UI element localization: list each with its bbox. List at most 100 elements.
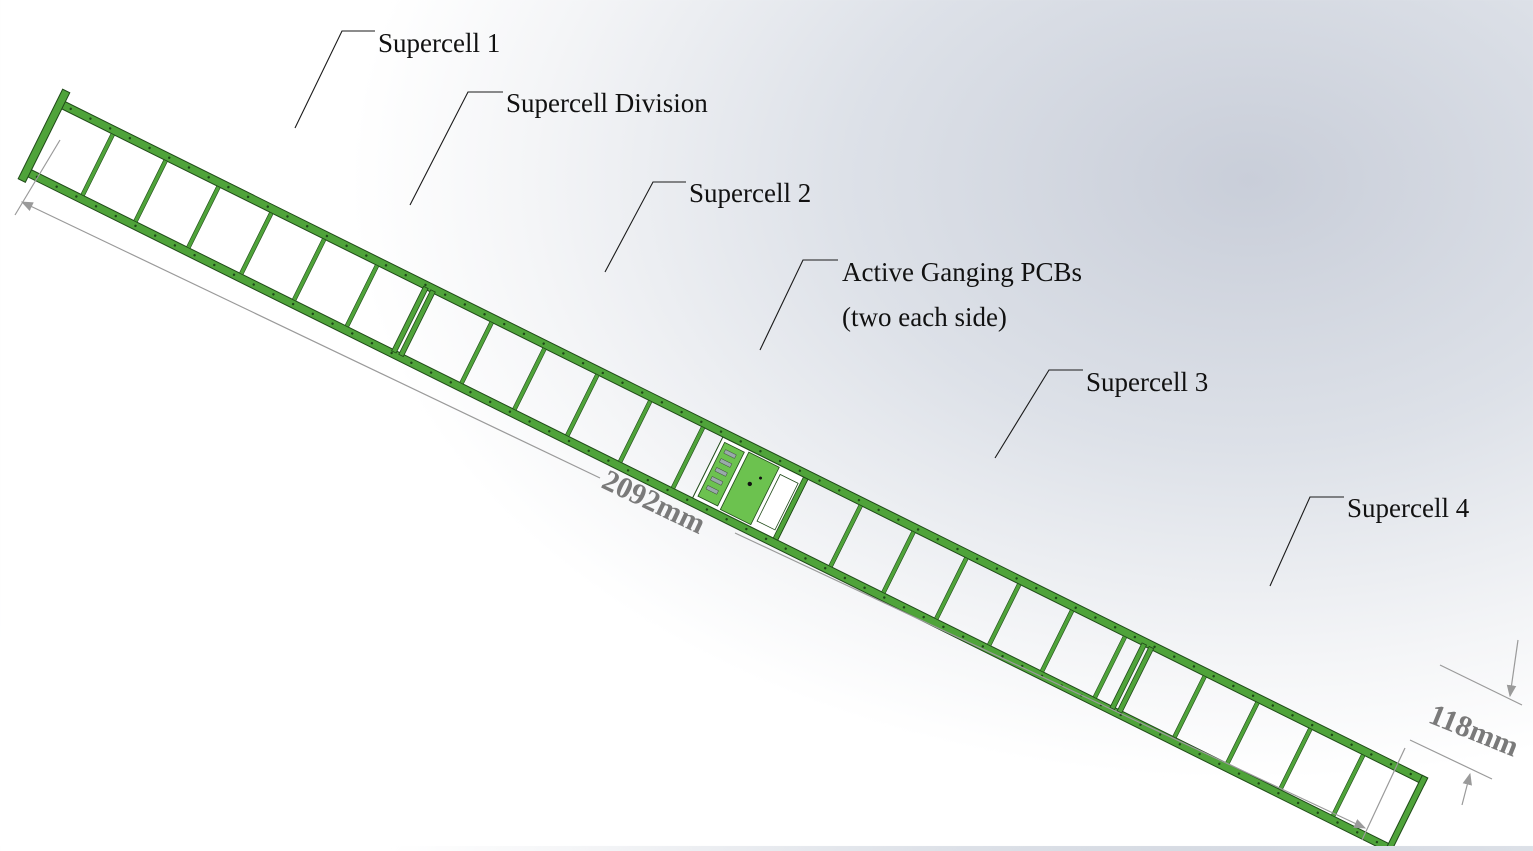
rail-rivet: [562, 352, 565, 355]
rail-rivet: [897, 518, 900, 521]
rail-rivet: [1158, 733, 1162, 736]
rail-rivet: [680, 410, 683, 414]
rail-rivet: [488, 400, 492, 404]
pcb-component: [759, 476, 763, 480]
ladder-frame: [17, 88, 1429, 851]
rail-rivet: [823, 567, 827, 570]
ladder-rung: [186, 185, 221, 249]
leader-supercell-4: [1269, 496, 1344, 587]
rail-rivet: [306, 225, 309, 228]
rail-rivet: [213, 263, 216, 267]
rail-rivet: [1389, 763, 1393, 766]
rail-rivet: [193, 253, 196, 257]
rail-rivet: [640, 391, 644, 394]
supercell-division-bar: [391, 285, 429, 354]
ladder-rung: [80, 132, 116, 197]
rail-rivet: [252, 283, 255, 286]
rail-rivet: [1296, 801, 1300, 805]
ladder-rung: [512, 347, 547, 411]
pcb-connector: [719, 458, 733, 468]
pcb-component: [747, 481, 752, 487]
rail-rivet: [424, 283, 427, 287]
ladder-rung: [617, 399, 653, 464]
ladder-rung: [934, 556, 969, 621]
callout-supercell-2: Supercell 2: [604, 178, 811, 273]
rail-rivet: [522, 332, 526, 336]
rail-rivet: [607, 459, 610, 462]
rail-rivet: [1133, 635, 1137, 639]
rail-rivet: [956, 547, 959, 551]
callout-supercell-division: Supercell Division: [409, 88, 708, 206]
pcb-connector: [714, 467, 728, 477]
rail-rivet: [351, 332, 354, 335]
rail-rivet: [857, 498, 861, 502]
ladder-rung: [291, 237, 327, 302]
rail-rivet: [1232, 684, 1235, 688]
rail-rivet: [508, 410, 512, 413]
rail-rivet: [1375, 840, 1379, 844]
callout-supercell-3: Supercell 3: [994, 367, 1208, 459]
rail-rivet: [207, 176, 210, 179]
rail-rivet: [700, 420, 703, 424]
length-dim-line-b: [734, 532, 1367, 829]
rail-rivet: [173, 244, 177, 247]
ladder-rung: [564, 373, 600, 437]
rail-rivet: [686, 498, 689, 501]
rail-rivet: [187, 166, 191, 169]
pcb-window: [756, 473, 799, 531]
ladder-rung: [828, 504, 863, 568]
rail-rivet: [469, 390, 472, 394]
rail-rivet: [1257, 782, 1260, 785]
rail-rivet: [818, 479, 821, 482]
rail-rivet: [168, 156, 171, 159]
right-end-plate: [1384, 774, 1429, 851]
rail-rivet: [1153, 645, 1156, 649]
rail-rivet: [719, 430, 723, 433]
callout-supercell-4: Supercell 4: [1269, 493, 1470, 587]
rail-rivet: [1113, 626, 1117, 629]
rail-rivet: [1350, 743, 1353, 746]
rail-rivet: [995, 567, 999, 570]
rail-rivet: [548, 430, 551, 433]
rail-rivet: [94, 205, 98, 208]
rail-rivet: [404, 273, 407, 277]
rail-rivet: [1237, 772, 1241, 775]
rail-rivet: [745, 527, 748, 531]
width-extension-top: [1439, 664, 1523, 706]
ladder-rung: [1330, 753, 1366, 818]
rail-rivet: [778, 459, 782, 463]
leader-supercell-1: [294, 30, 375, 129]
rail-rivet: [1054, 596, 1058, 600]
rail-rivet: [370, 342, 374, 345]
ladder-rung: [1172, 674, 1207, 739]
leader-active-ganging: [759, 259, 838, 351]
label-supercell-2: Supercell 2: [689, 178, 811, 208]
rail-rivet: [1336, 821, 1339, 824]
rail-rivet: [1316, 811, 1320, 814]
length-dim-line-a: [20, 201, 601, 479]
rail-rivet: [646, 478, 650, 482]
rail-rivet: [705, 508, 709, 511]
rail-rivet: [1277, 792, 1280, 795]
rail-rivet: [1094, 616, 1097, 619]
rail-rivet: [345, 244, 348, 248]
ladder-rung: [1225, 701, 1260, 765]
supercell-division-bar: [1116, 645, 1155, 714]
rail-rivet: [961, 635, 965, 638]
rail-rivet: [1074, 606, 1077, 609]
rail-rivet: [227, 185, 230, 189]
rail-rivet: [1198, 752, 1201, 756]
rail-rivet: [936, 538, 939, 541]
rail-rivet: [463, 303, 467, 306]
rail-rivet: [1178, 743, 1182, 746]
rail-rivet: [542, 342, 545, 345]
rail-rivet: [503, 322, 506, 326]
rail-rivet: [1370, 753, 1373, 756]
rail-rivet: [365, 254, 368, 257]
ladder-rung: [344, 264, 380, 328]
rail-rivet: [443, 293, 447, 296]
length-extension-right: [1361, 747, 1406, 841]
rail-rivet: [759, 450, 762, 453]
rail-rivet: [1139, 723, 1142, 726]
